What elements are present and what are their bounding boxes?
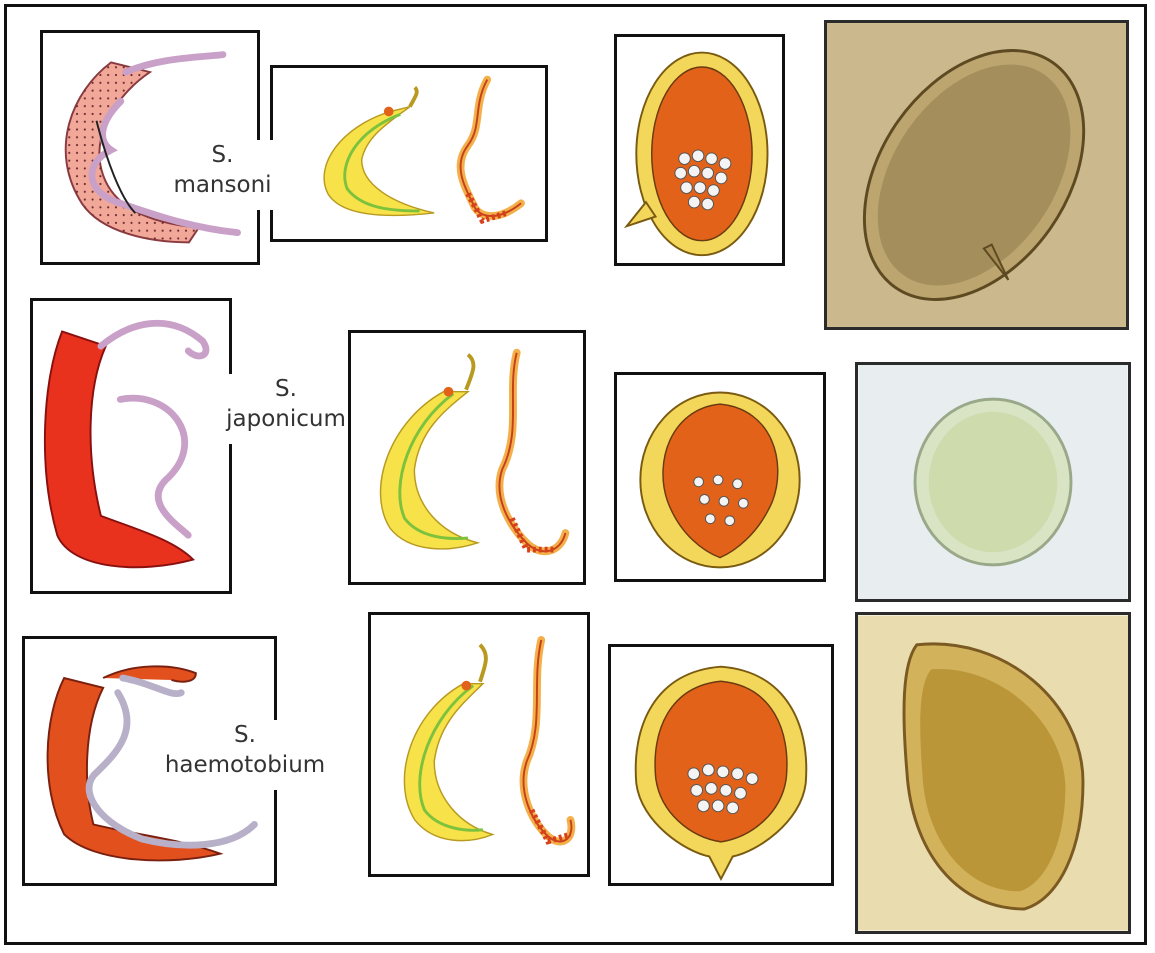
japonicum-male-female-panel [348, 330, 586, 585]
mansoni-egg-diagram [617, 37, 782, 263]
japonicum-adult-pair-panel [30, 298, 232, 594]
mansoni-species-label: S. mansoni [160, 140, 285, 210]
haemotobium-species-abbrev: S. [150, 720, 340, 750]
japonicum-egg-micrograph [858, 365, 1128, 599]
mansoni-egg-micrograph-panel [824, 20, 1129, 330]
haemotobium-egg-diagram [611, 647, 831, 883]
japonicum-male-female-illustration [351, 333, 583, 582]
mansoni-egg-diagram-panel [614, 34, 785, 266]
mansoni-species-name: mansoni [160, 170, 285, 200]
haemotobium-egg-diagram-panel [608, 644, 834, 886]
haemotobium-species-label: S. haemotobium [150, 720, 340, 790]
mansoni-species-abbrev: S. [160, 140, 285, 170]
japonicum-adult-pair-illustration [33, 301, 229, 591]
japonicum-species-name: japonicum [222, 404, 350, 434]
haemotobium-egg-micrograph-panel [855, 612, 1131, 934]
japonicum-species-label: S. japonicum [222, 374, 350, 444]
mansoni-egg-micrograph [827, 23, 1126, 327]
japonicum-egg-micrograph-panel [855, 362, 1131, 602]
mansoni-male-female-illustration [273, 68, 545, 239]
japonicum-egg-diagram-panel [614, 372, 826, 582]
haemotobium-male-female-illustration [371, 615, 587, 874]
mansoni-male-female-panel [270, 65, 548, 242]
haemotobium-species-name: haemotobium [150, 750, 340, 780]
haemotobium-egg-micrograph [858, 615, 1128, 931]
japonicum-egg-diagram [617, 375, 823, 579]
japonicum-species-abbrev: S. [222, 374, 350, 404]
haemotobium-male-female-panel [368, 612, 590, 877]
